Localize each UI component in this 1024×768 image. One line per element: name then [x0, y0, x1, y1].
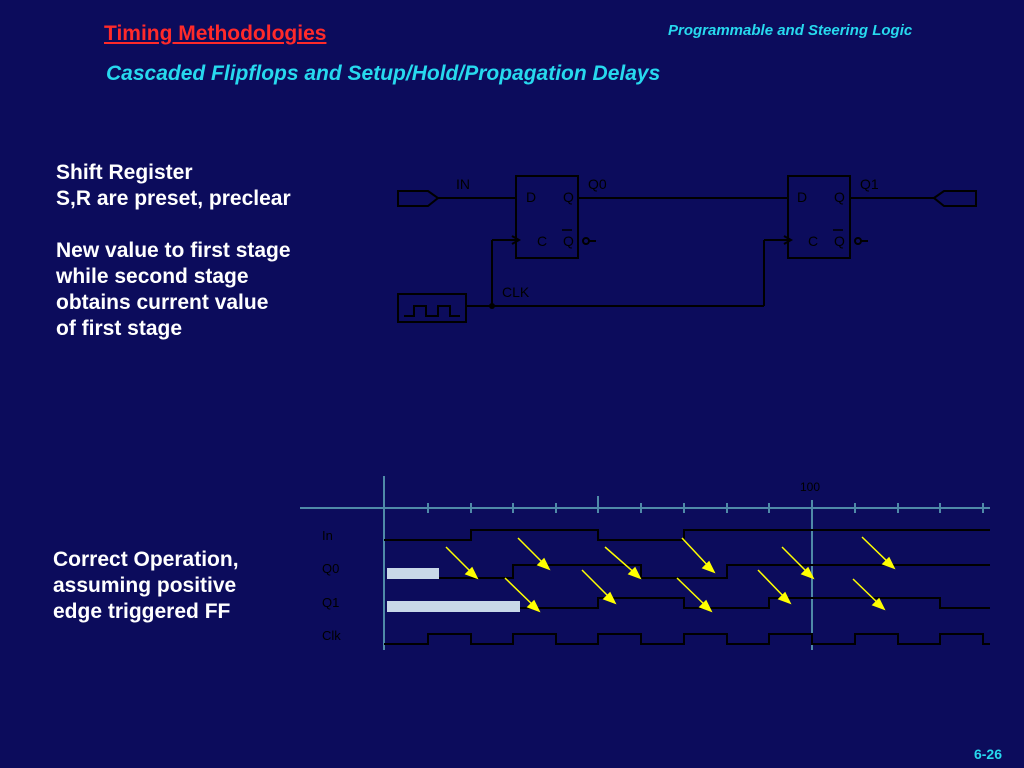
description-line: while second stage [56, 265, 249, 288]
arrowhead [698, 599, 713, 613]
arrowhead [627, 566, 642, 580]
signal-label-q0: Q0 [322, 561, 339, 576]
description-line: Shift Register [56, 161, 193, 184]
ff1-q-pin: Q [563, 189, 574, 205]
description-line: New value to first stage [56, 239, 291, 262]
flipflop-1 [515, 175, 579, 259]
signal-label-in: In [322, 528, 333, 543]
ff2-d-pin: D [797, 189, 807, 205]
arrowhead [777, 591, 792, 605]
causality-arrow [504, 577, 537, 609]
q0-waveform [439, 564, 990, 579]
in-waveform [384, 529, 990, 541]
course-title: Programmable and Steering Logic [668, 22, 913, 39]
flipflop-2 [787, 175, 851, 259]
clock-source-pulse [404, 305, 460, 317]
arrowhead [602, 591, 617, 605]
q1-label: Q1 [860, 176, 879, 192]
slide-title: Timing Methodologies [104, 22, 327, 45]
description-line: S,R are preset, preclear [56, 187, 291, 210]
clock-source [397, 293, 467, 323]
q1-waveform [520, 597, 990, 609]
causality-arrow [676, 577, 709, 609]
clock-edge-1 [511, 235, 522, 245]
description-line: of first stage [56, 317, 183, 340]
arrowhead [881, 556, 896, 570]
q0-undefined-region [387, 568, 439, 579]
description-line: Correct Operation, [53, 548, 239, 571]
ff2-q-pin: Q [834, 189, 845, 205]
description-line: assuming positive [53, 574, 237, 597]
q0-label: Q0 [588, 176, 607, 192]
ff1-d-pin: D [526, 189, 536, 205]
clock-junction [489, 303, 495, 309]
ff1-qbar-pin: Q [563, 233, 574, 249]
description-line: obtains current value [56, 291, 269, 314]
q1-undefined-region [387, 601, 520, 612]
arrowhead [701, 560, 716, 574]
input-connector [397, 190, 440, 207]
in-label: IN [456, 176, 470, 192]
arrowhead [464, 566, 479, 580]
arrowhead [800, 566, 815, 580]
shift-register-description: Shift Register S,R are preset, preclear … [56, 160, 291, 342]
signal-label-q1: Q1 [322, 595, 339, 610]
clock-edge-2 [783, 235, 794, 245]
clk-label: CLK [502, 284, 530, 300]
correct-operation-description: Correct Operation, assuming positive edg… [53, 547, 239, 625]
marker-label: 100 [800, 480, 820, 494]
page-number: 6-26 [973, 746, 1002, 762]
arrowhead [871, 597, 886, 611]
arrowhead [526, 599, 541, 613]
clk-waveform [384, 633, 990, 645]
arrowhead [536, 557, 551, 571]
ff2-c-pin: C [808, 233, 818, 249]
description-line: edge triggered FF [53, 600, 231, 623]
ff1-c-pin: C [537, 233, 547, 249]
ff2-qbar-pin: Q [834, 233, 845, 249]
signal-label-clk: Clk [322, 628, 341, 643]
output-connector [932, 190, 977, 207]
slide-subtitle: Cascaded Flipflops and Setup/Hold/Propag… [106, 62, 661, 85]
